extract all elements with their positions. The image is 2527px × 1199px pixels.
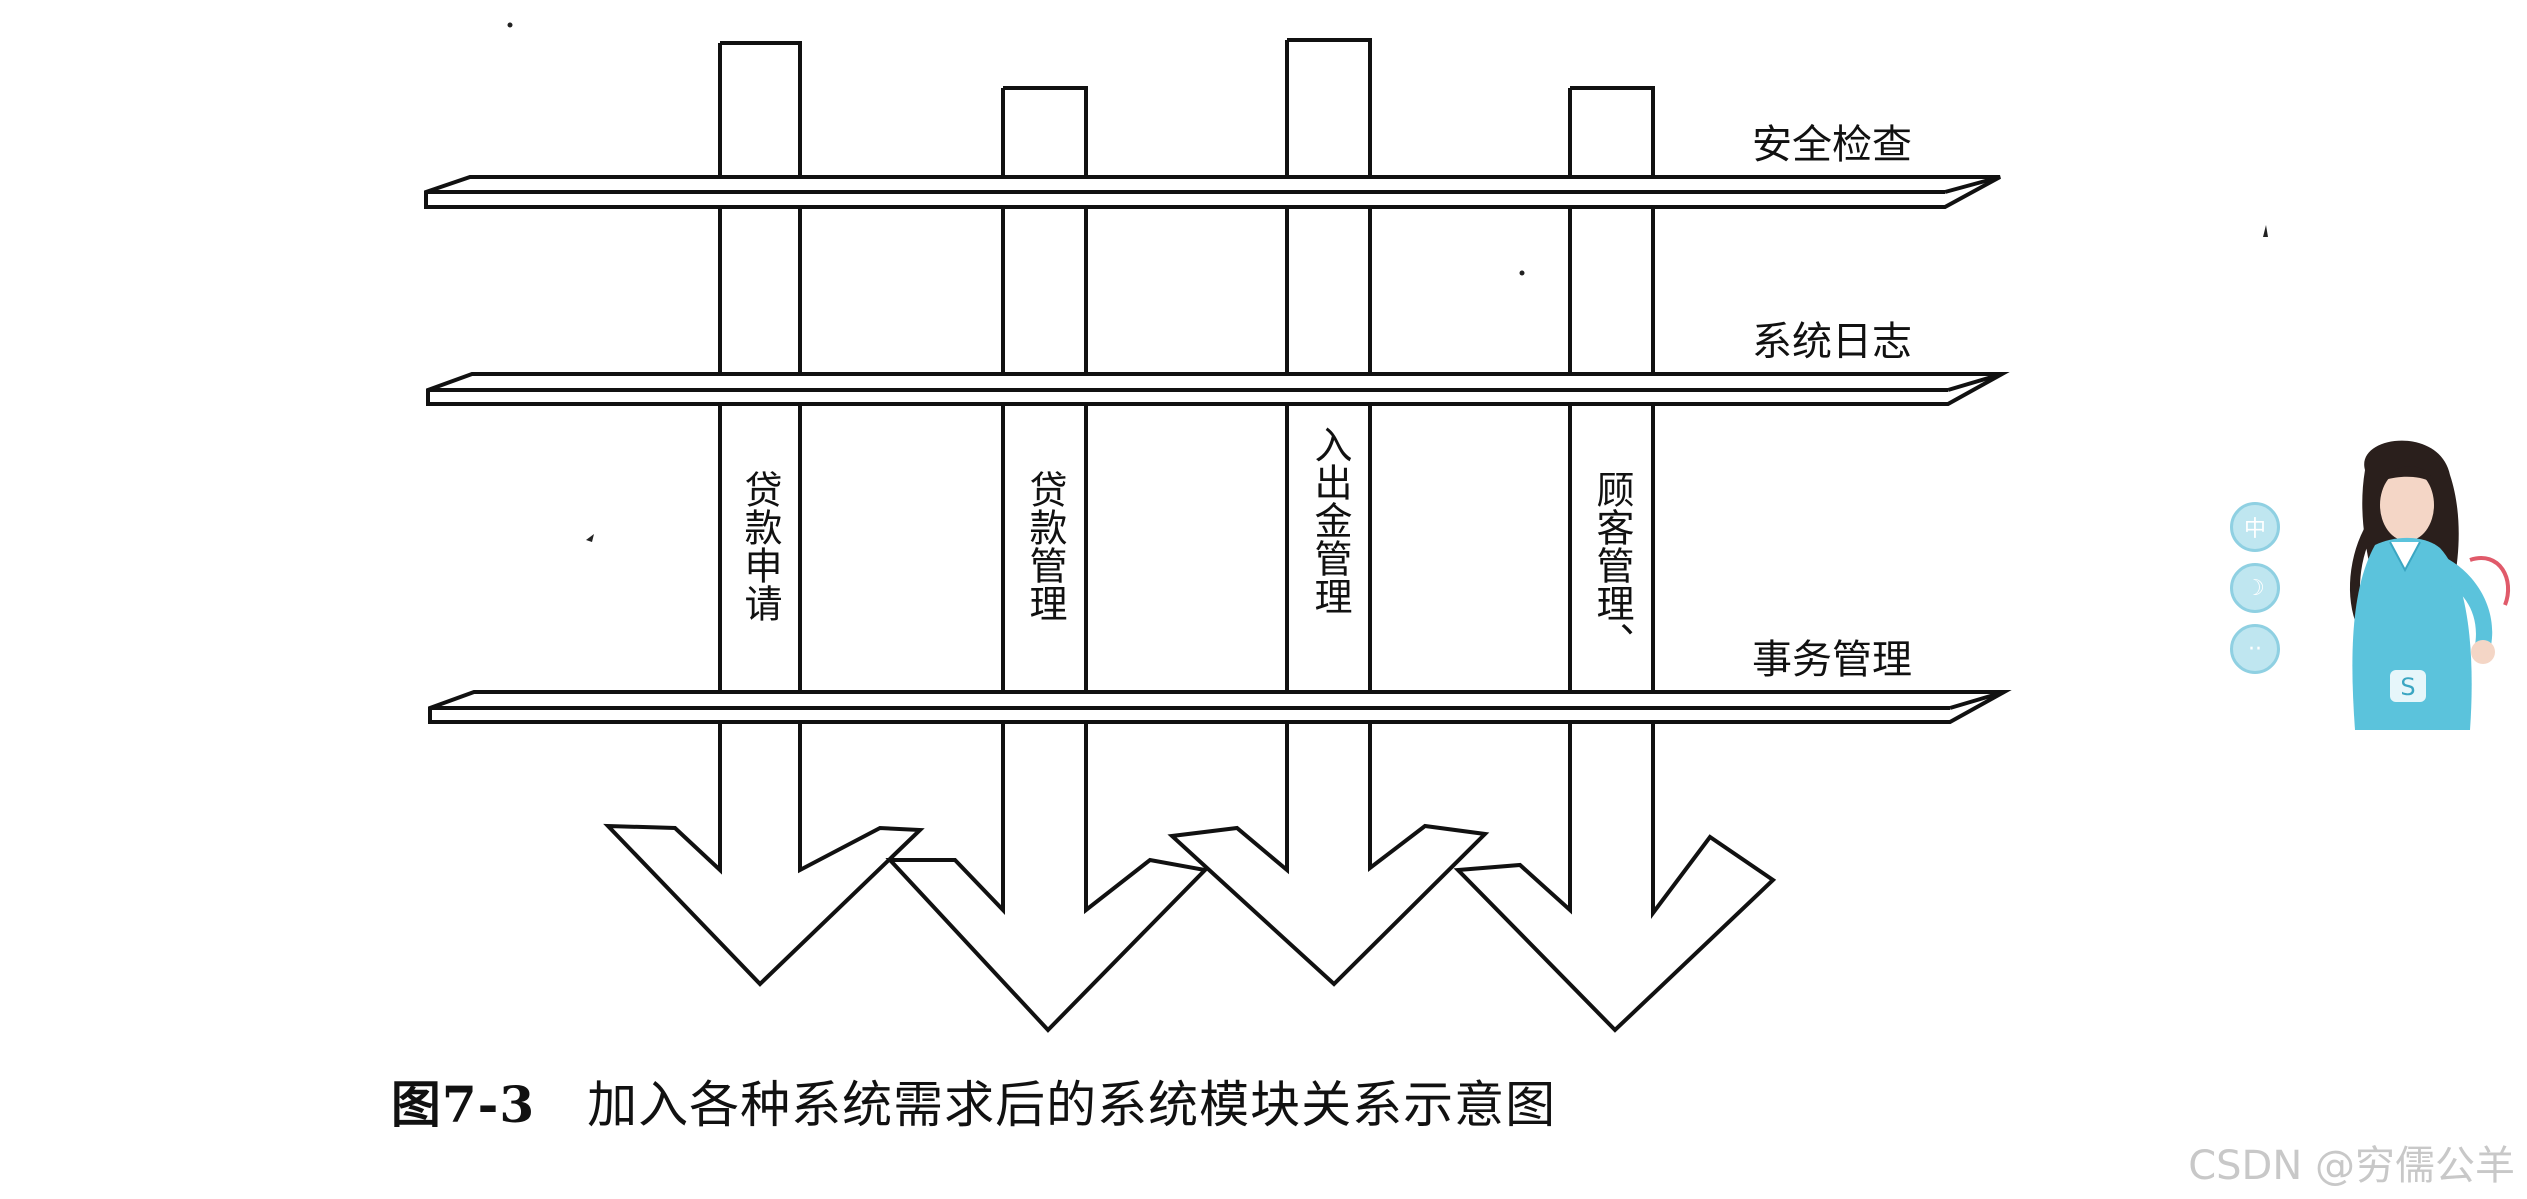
widget-button-chinese[interactable]: 中	[2230, 502, 2280, 552]
layer-bar-transaction-management	[430, 692, 2004, 722]
figure-number: 图7-3	[391, 1075, 535, 1134]
module-label-loan-application: 贷款申请	[738, 470, 782, 622]
mascot-badge-label: S	[2400, 673, 2415, 701]
layer-bar-security-check	[426, 177, 2000, 207]
module-label-customer-management: 顾客管理、	[1590, 470, 1634, 660]
module-label-loan-management: 贷款管理	[1023, 470, 1067, 622]
widget-button-moon[interactable]: ☽	[2230, 563, 2280, 613]
assistant-widget[interactable]: S 中 ☽ ··	[2225, 430, 2525, 730]
figure-caption-text: 加入各种系统需求后的系统模块关系示意图	[587, 1076, 1556, 1134]
layer-bar-system-log	[428, 374, 2002, 404]
layer-label-transaction-management: 事务管理	[1752, 637, 1912, 683]
figure-caption: 图7-3 加入各种系统需求后的系统模块关系示意图	[0, 1065, 2237, 1137]
widget-button-dots[interactable]: ··	[2230, 624, 2280, 674]
csdn-watermark: CSDN @穷儒公羊	[2188, 1133, 2515, 1191]
layer-label-security-check: 安全检查	[1752, 122, 1912, 168]
layer-label-system-log: 系统日志	[1752, 319, 1912, 365]
module-label-cash-management: 入出金管理	[1308, 425, 1352, 615]
